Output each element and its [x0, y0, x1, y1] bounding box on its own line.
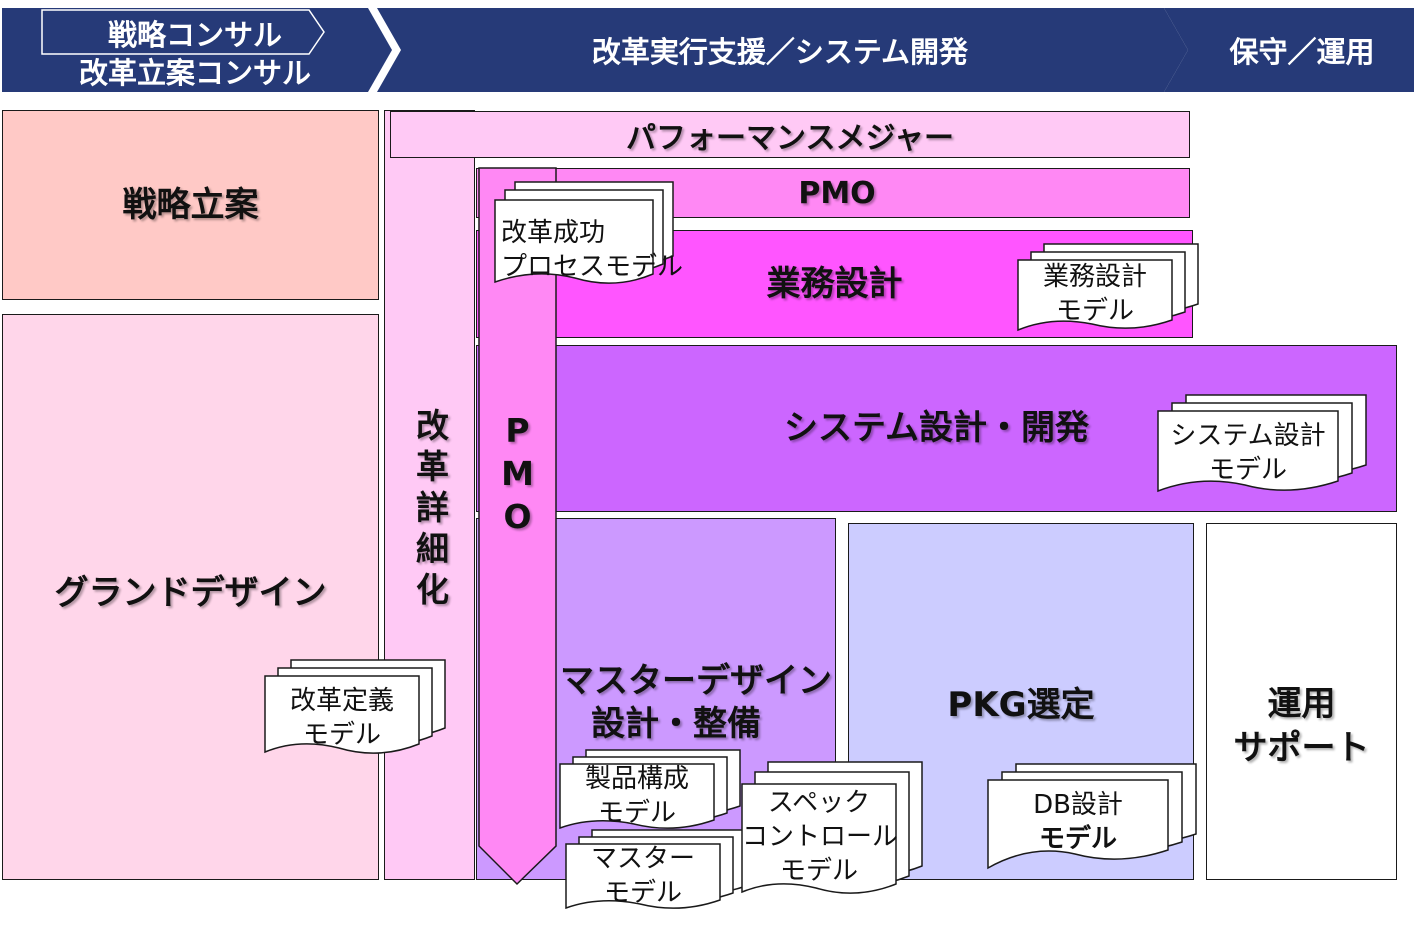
- pmo-vertical-label: PMO: [498, 410, 537, 540]
- operation-label: 運用 サポート: [1206, 682, 1397, 770]
- performance-measure-box: パフォーマンスメジャー: [390, 111, 1190, 158]
- phase2-arrow: [377, 8, 1188, 92]
- doc-business-model-line1: 業務設計: [1042, 262, 1147, 292]
- phase1-bottom-label: 改革立案コンサル: [78, 56, 311, 90]
- phase2-label: 改革実行支援／システム開発: [591, 35, 969, 69]
- pkg-label: PKG選定: [947, 684, 1095, 725]
- grand-design-box: グランドデザイン: [2, 314, 379, 880]
- phase3-arrow: [1164, 8, 1414, 92]
- doc-business-model-line2: モデル: [1055, 296, 1134, 326]
- doc-reform-def-line2: モデル: [302, 720, 381, 750]
- doc-spec-model-line2: コントロール: [742, 822, 899, 852]
- operation-line2: サポート: [1233, 728, 1370, 769]
- phase1-sub-arrow: [41, 9, 325, 55]
- pmo-vertical-arrow: [478, 167, 557, 886]
- master-design-line2: 設計・整備: [591, 703, 761, 744]
- doc-db-model-line1: DB設計: [1033, 790, 1123, 820]
- doc-product-model-line2: モデル: [597, 798, 676, 828]
- doc-spec-model: スペック コントロール モデル: [741, 760, 924, 900]
- operation-line1: 運用: [1267, 684, 1336, 724]
- doc-system-model: システム設計 モデル: [1157, 393, 1368, 503]
- doc-spec-model-line3: モデル: [779, 856, 858, 886]
- doc-db-model-line2: モデル: [1038, 824, 1117, 854]
- doc-reform-def-line1: 改革定義: [289, 686, 394, 716]
- doc-master-model: マスター モデル: [565, 828, 748, 914]
- doc-master-model-line2: モデル: [603, 878, 682, 908]
- doc-reform-success-line1: 改革成功: [501, 218, 606, 248]
- doc-reform-success: 改革成功 プロセスモデル: [494, 180, 683, 300]
- operation-box: [1206, 523, 1397, 880]
- strategy-box: 戦略立案: [2, 110, 379, 300]
- doc-reform-success-line2: プロセスモデル: [501, 252, 684, 282]
- doc-product-model-line1: 製品構成: [584, 764, 689, 794]
- doc-master-model-line1: マスター: [590, 844, 695, 874]
- phase3-label: 保守／運用: [1229, 35, 1375, 69]
- doc-db-model: DB設計 モデル: [987, 762, 1198, 872]
- doc-spec-model-line1: スペック: [767, 788, 871, 818]
- reform-detail-box: [384, 110, 475, 880]
- phase-header: [2, 8, 1414, 92]
- doc-business-model: 業務設計 モデル: [1017, 242, 1200, 334]
- doc-reform-def: 改革定義 モデル: [264, 658, 447, 764]
- reform-detail-label: 改革詳細化: [410, 407, 450, 613]
- doc-system-model-line2: モデル: [1208, 455, 1287, 485]
- master-design-label: マスターデザイン 設計・整備: [556, 660, 836, 745]
- phase1-top-label: 戦略コンサル: [107, 18, 282, 52]
- doc-system-model-line1: システム設計: [1170, 421, 1326, 451]
- doc-product-model: 製品構成 モデル: [559, 748, 742, 834]
- master-design-line1: マスターデザイン: [560, 661, 832, 701]
